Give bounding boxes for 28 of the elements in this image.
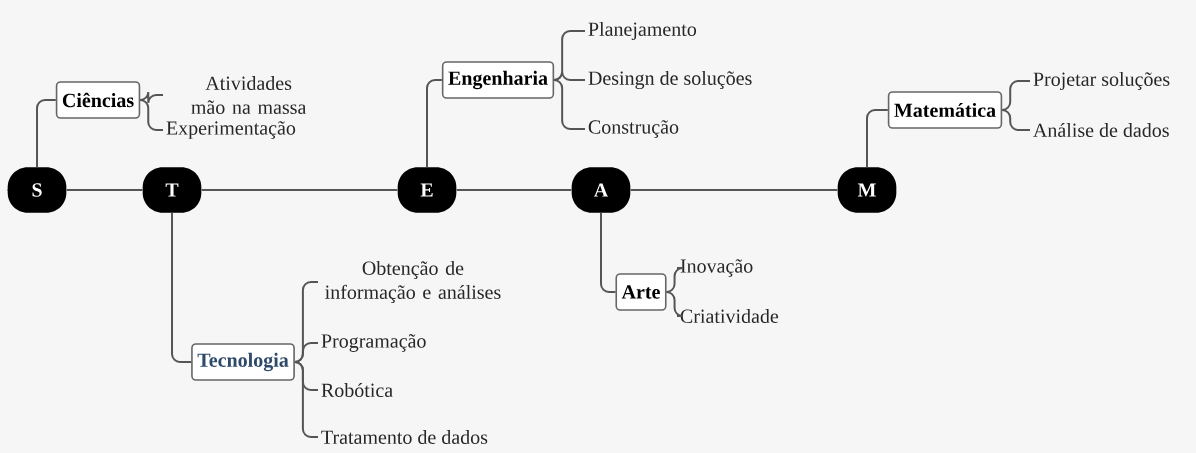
item-text: Inovação xyxy=(680,259,753,277)
item-text: Análise de dados xyxy=(1033,122,1169,138)
connector-line xyxy=(65,189,144,191)
connector-line xyxy=(1001,109,1031,131)
item-text: Obtenção de informação e análises xyxy=(325,260,501,304)
topic-box: Matemática xyxy=(887,91,1003,129)
connector-line xyxy=(36,99,57,169)
topic-box: Ciências xyxy=(55,81,141,119)
connector-line xyxy=(629,189,839,191)
connector-line xyxy=(866,109,889,169)
topic-box: Tecnologia xyxy=(191,343,295,381)
item-text: Projetar soluções xyxy=(1033,71,1170,91)
item-text: Experimentação xyxy=(166,121,296,139)
item-text: Desingn de soluções xyxy=(588,70,752,90)
item-text: Planejamento xyxy=(588,21,697,41)
topic-box: Engenharia xyxy=(441,61,555,99)
item-text: Robótica xyxy=(321,382,393,398)
connector-line xyxy=(553,79,586,130)
item-text: Programação xyxy=(321,334,426,352)
item-text: Criatividade xyxy=(680,308,779,323)
connector-line xyxy=(200,189,399,191)
item-text: Tratamento de dados xyxy=(321,429,488,444)
item-text: Construção xyxy=(588,120,679,138)
topic-box: Arte xyxy=(615,273,667,311)
item-text: Atividades mão na massa xyxy=(191,75,307,115)
connector-line xyxy=(455,189,573,191)
connector-line xyxy=(665,291,684,317)
connector-line xyxy=(171,211,193,363)
